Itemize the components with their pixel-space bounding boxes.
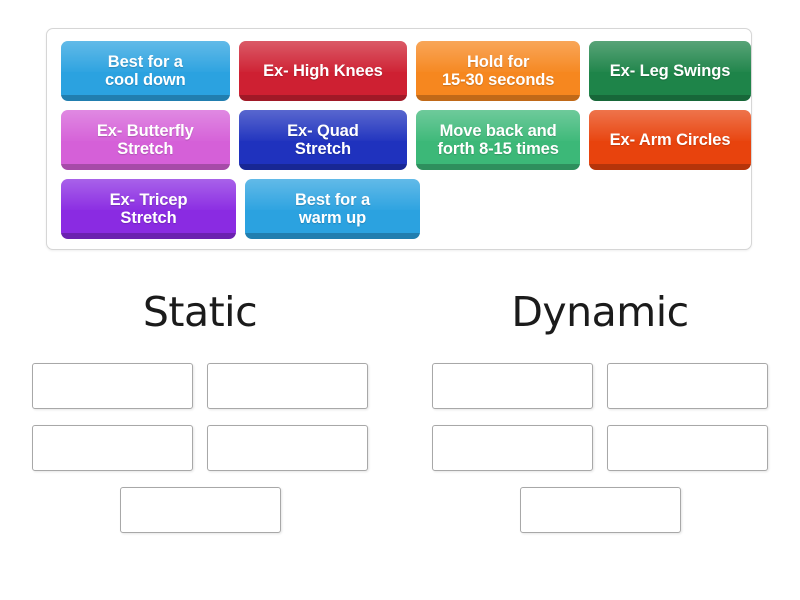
dropzone-dynamic-3[interactable] [432, 425, 593, 471]
dropzone-static-4[interactable] [207, 425, 368, 471]
tile-ex-high-knees[interactable]: Ex- High Knees [238, 41, 408, 101]
tile-label: Ex- Leg Swings [609, 61, 731, 80]
category-headings: Static Dynamic [0, 292, 800, 333]
dropzone-row [0, 363, 400, 409]
category-heading-static: Static [142, 288, 258, 336]
dropzone-static-5[interactable] [119, 487, 281, 533]
category-heading-dynamic: Dynamic [511, 288, 689, 336]
dropzone-static-3[interactable] [32, 425, 193, 471]
tile-ex-leg-swings[interactable]: Ex- Leg Swings [589, 41, 751, 101]
dropzone-static-1[interactable] [32, 363, 193, 409]
dropzone-dynamic-2[interactable] [607, 363, 768, 409]
dropzone-row [0, 425, 400, 471]
dropzone-dynamic-1[interactable] [432, 363, 593, 409]
dropzone-row [0, 487, 400, 533]
category-column-dynamic: Dynamic [400, 292, 800, 333]
dropzone-dynamic-5[interactable] [519, 487, 681, 533]
dropzone-group-dynamic [400, 363, 800, 553]
dropzone-static-2[interactable] [207, 363, 368, 409]
tile-label: Ex- Arm Circles [609, 130, 731, 149]
tile-ex-arm-circles[interactable]: Ex- Arm Circles [589, 110, 751, 170]
dropzone-area [0, 363, 800, 553]
dropzone-row [400, 425, 800, 471]
tile-label: Ex- High Knees [263, 61, 383, 80]
dropzone-dynamic-4[interactable] [607, 425, 768, 471]
dropzone-row [400, 487, 800, 533]
category-column-static: Static [0, 292, 400, 333]
dropzone-row [400, 363, 800, 409]
dropzone-group-static [0, 363, 400, 553]
